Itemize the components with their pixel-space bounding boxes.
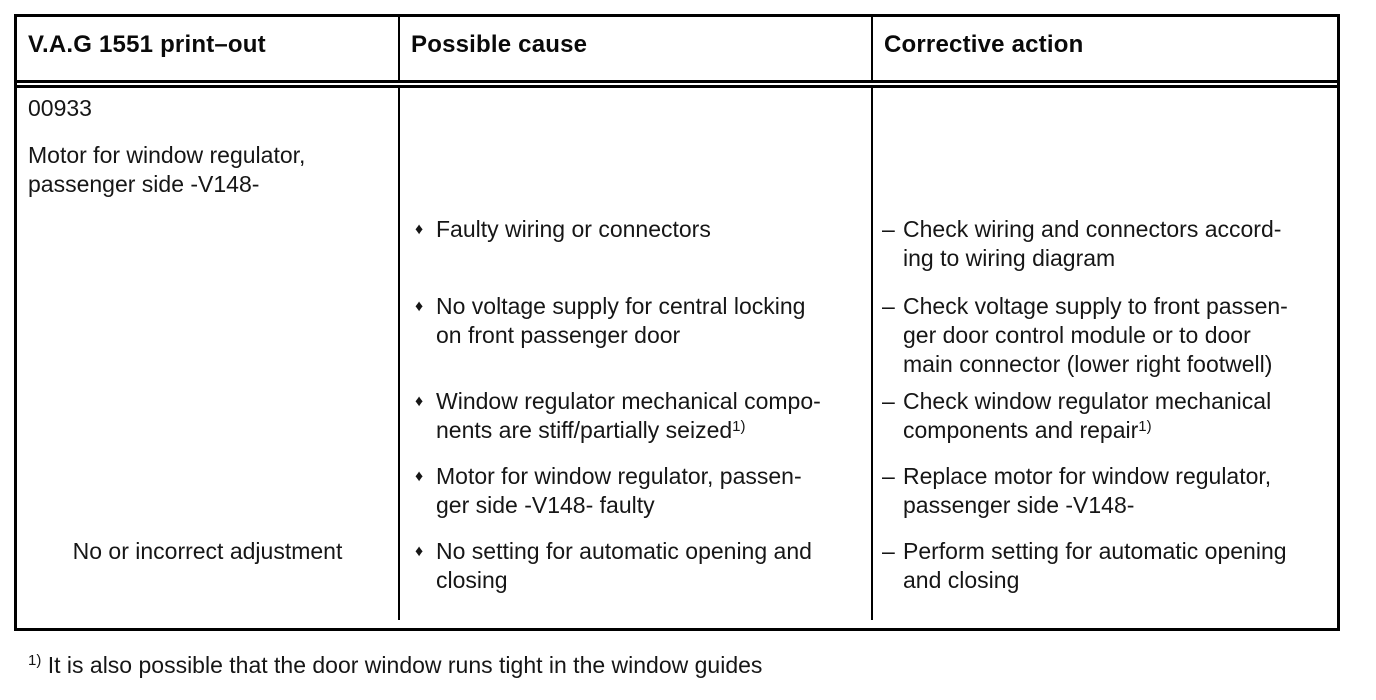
header-vag-1551-printout: V.A.G 1551 print–out	[17, 17, 400, 80]
action-item: – Check wiring and connectors accord- in…	[873, 215, 1333, 273]
printout-cell: 00933 Motor for window regulator, passen…	[17, 88, 400, 620]
action-text: Check wiring and connectors accord- ing …	[903, 216, 1282, 271]
cause-text: Motor for window regulator, passen- ger …	[436, 463, 802, 518]
cause-text: No voltage supply for central locking on…	[436, 293, 806, 348]
cause-item: ♦ Window regulator mechanical compo- nen…	[400, 387, 867, 445]
causes-cell: ♦ Faulty wiring or connectors ♦ No volta…	[400, 88, 873, 620]
action-item: – Check voltage supply to front passen- …	[873, 292, 1333, 379]
footnote-ref: 1)	[732, 418, 746, 435]
footnote-ref: 1)	[1138, 418, 1152, 435]
dash-bullet-icon: –	[882, 293, 895, 319]
footnote-marker: 1)	[28, 652, 42, 669]
action-item: – Perform setting for automatic opening …	[873, 537, 1333, 595]
cause-text: Faulty wiring or connectors	[436, 216, 711, 242]
diamond-bullet-icon: ♦	[415, 221, 424, 238]
cause-item: ♦ Motor for window regulator, passen- ge…	[400, 462, 867, 520]
footnote-text: It is also possible that the door window…	[47, 652, 763, 678]
diamond-bullet-icon: ♦	[415, 468, 424, 485]
action-text: Check window regulator mechanical compon…	[903, 388, 1272, 443]
diamond-bullet-icon: ♦	[415, 298, 424, 315]
dash-bullet-icon: –	[882, 463, 895, 489]
adjustment-note: No or incorrect adjustment	[72, 538, 343, 564]
table-header-row: V.A.G 1551 print–out Possible cause Corr…	[17, 17, 1337, 88]
fault-component: Motor for window regulator, passenger si…	[28, 142, 306, 197]
cause-item: ♦ No voltage supply for central locking …	[400, 292, 867, 350]
cause-item: ♦ Faulty wiring or connectors	[400, 215, 867, 244]
fault-code: 00933	[28, 95, 92, 121]
header-corrective-action: Corrective action	[884, 31, 1084, 58]
dash-bullet-icon: –	[882, 216, 895, 242]
action-text: Check voltage supply to front passen- ge…	[903, 293, 1288, 377]
cause-text: No setting for automatic opening and clo…	[436, 538, 812, 593]
footnote: 1) It is also possible that the door win…	[28, 651, 762, 680]
table-body-row: 00933 Motor for window regulator, passen…	[17, 88, 1337, 620]
cause-item: ♦ No setting for automatic opening and c…	[400, 537, 867, 595]
action-text: Replace motor for window regulator, pass…	[903, 463, 1272, 518]
diamond-bullet-icon: ♦	[415, 393, 424, 410]
dash-bullet-icon: –	[882, 538, 895, 564]
action-text: Perform setting for automatic opening an…	[903, 538, 1287, 593]
diamond-bullet-icon: ♦	[415, 543, 424, 560]
action-item: – Check window regulator mechanical comp…	[873, 387, 1333, 445]
header-possible-cause: Possible cause	[400, 17, 873, 80]
dash-bullet-icon: –	[882, 388, 895, 414]
diagnostic-table: V.A.G 1551 print–out Possible cause Corr…	[14, 14, 1340, 631]
action-item: – Replace motor for window regulator, pa…	[873, 462, 1333, 520]
actions-cell: – Check wiring and connectors accord- in…	[873, 88, 1337, 620]
cause-text: Window regulator mechanical compo- nents…	[436, 388, 821, 443]
